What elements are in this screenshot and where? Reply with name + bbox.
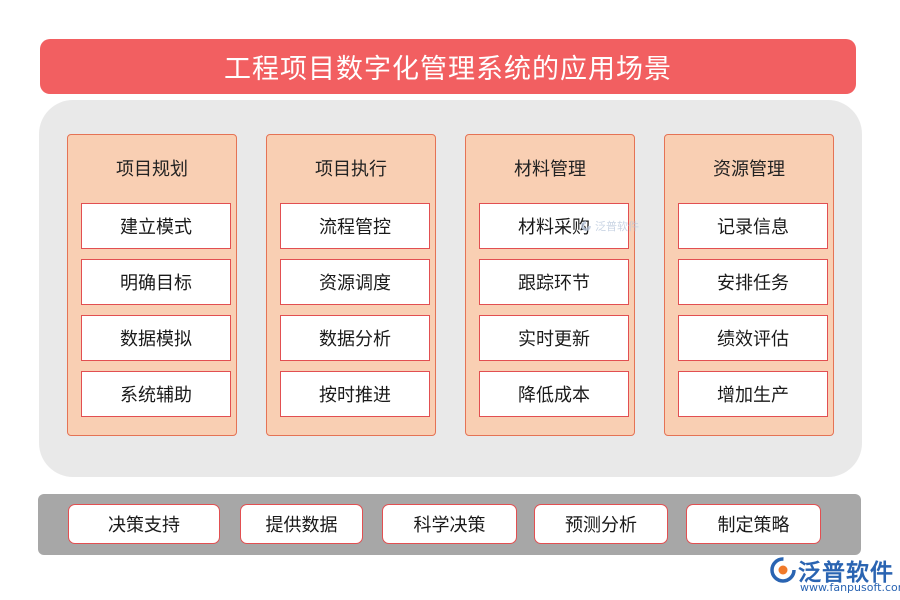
scenario-panel: 项目规划 建立模式 明确目标 数据模拟 系统辅助 项目执行 流程管控 资源调度 … <box>39 100 862 477</box>
fanpu-logo-icon <box>581 221 591 231</box>
item-box: 跟踪环节 <box>479 259 629 305</box>
item-box: 按时推进 <box>280 371 430 417</box>
bottom-item: 预测分析 <box>534 504 668 544</box>
column-project-execution: 项目执行 流程管控 资源调度 数据分析 按时推进 <box>266 134 436 436</box>
bottom-item: 科学决策 <box>382 504 517 544</box>
logo-url: www.fanpusoft.com <box>800 581 900 594</box>
title-banner: 工程项目数字化管理系统的应用场景 <box>40 39 856 94</box>
item-box: 降低成本 <box>479 371 629 417</box>
bottom-item: 提供数据 <box>240 504 363 544</box>
column-title: 项目规划 <box>116 159 188 180</box>
bottom-item: 决策支持 <box>68 504 220 544</box>
fanpu-logo: 泛普软件 www.fanpusoft.com <box>770 553 900 598</box>
item-box: 增加生产 <box>678 371 828 417</box>
item-box: 实时更新 <box>479 315 629 361</box>
bottom-item: 制定策略 <box>686 504 821 544</box>
watermark: 泛普软件 <box>580 218 639 234</box>
column-resource-management: 资源管理 记录信息 安排任务 绩效评估 增加生产 <box>664 134 834 436</box>
item-box: 建立模式 <box>81 203 231 249</box>
item-box: 绩效评估 <box>678 315 828 361</box>
item-box: 资源调度 <box>280 259 430 305</box>
item-box: 材料采购 <box>479 203 629 249</box>
item-box: 明确目标 <box>81 259 231 305</box>
column-project-planning: 项目规划 建立模式 明确目标 数据模拟 系统辅助 <box>67 134 237 436</box>
item-box: 记录信息 <box>678 203 828 249</box>
column-material-management: 材料管理 材料采购 跟踪环节 实时更新 降低成本 <box>465 134 635 436</box>
fanpu-logo-icon <box>770 557 796 583</box>
decision-support-bar: 决策支持 提供数据 科学决策 预测分析 制定策略 <box>38 494 861 555</box>
item-box: 数据分析 <box>280 315 430 361</box>
item-box: 安排任务 <box>678 259 828 305</box>
diagram-title: 工程项目数字化管理系统的应用场景 <box>224 54 672 85</box>
column-title: 项目执行 <box>315 159 387 180</box>
column-title: 材料管理 <box>514 159 586 180</box>
column-title: 资源管理 <box>713 159 785 180</box>
item-box: 数据模拟 <box>81 315 231 361</box>
watermark-text: 泛普软件 <box>595 220 639 233</box>
item-box: 流程管控 <box>280 203 430 249</box>
logo-name: 泛普软件 <box>798 560 894 586</box>
item-box: 系统辅助 <box>81 371 231 417</box>
